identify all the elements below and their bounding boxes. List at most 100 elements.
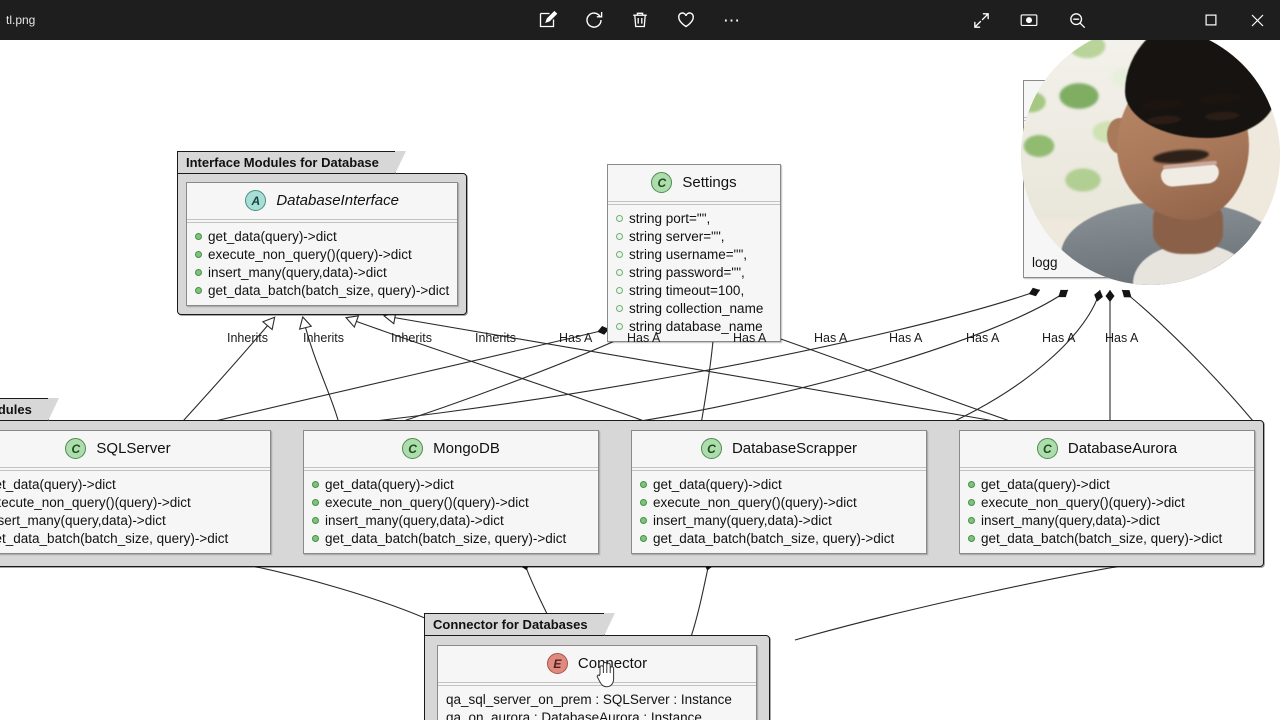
enum-stereotype-icon: E — [546, 653, 568, 674]
webcam-overlay[interactable] — [1021, 26, 1280, 285]
class-members: get_data(query)->dict execute_non_query(… — [632, 471, 926, 553]
class-members: qa_sql_server_on_prem : SQLServer : Inst… — [438, 686, 756, 720]
package-database-modules[interactable]: se Modules C SQLServer get_data(query)->… — [0, 398, 1264, 567]
database-class-row: C SQLServer get_data(query)->dict ex — [0, 430, 1255, 554]
class-header: A DatabaseInterface — [187, 183, 458, 220]
class-database-aurora[interactable]: C DatabaseAurora get_data(query)->dict — [959, 430, 1255, 554]
member-label: string collection_name — [629, 300, 764, 316]
fullscreen-icon[interactable] — [968, 7, 994, 33]
rotate-icon[interactable] — [581, 7, 607, 33]
member-label: execute_non_query()(query)->dict — [653, 494, 857, 510]
title-bar: tl.png — [0, 0, 1280, 40]
member-label: get_data_batch(batch_size, query)->dict — [981, 530, 1223, 546]
class-member: execute_non_query()(query)->dict — [0, 493, 262, 511]
class-members: string port="", string server="", string… — [608, 205, 780, 341]
edge-label: Has A — [559, 331, 593, 345]
class-members: get_data(query)->dict execute_non_query(… — [0, 471, 270, 553]
maximize-button[interactable] — [1188, 0, 1234, 40]
class-stereotype-icon: C — [1036, 438, 1058, 459]
public-visibility-icon — [968, 534, 975, 542]
class-member: insert_many(query,data)->dict — [195, 263, 449, 281]
class-header: C DatabaseAurora — [960, 431, 1254, 468]
member-label: get_data(query)->dict — [981, 476, 1110, 492]
class-member: get_data_batch(batch_size, query)->dict — [640, 529, 918, 547]
member-label: get_data_batch(batch_size, query)->dict — [325, 530, 567, 546]
class-mongodb[interactable]: C MongoDB get_data(query)->dict exec — [303, 430, 599, 554]
class-stereotype-icon: C — [402, 438, 424, 459]
public-visibility-icon — [312, 480, 319, 488]
class-member: insert_many(query,data)->dict — [968, 511, 1246, 529]
member-label: string timeout=100, — [629, 282, 745, 298]
edge-label: Has A — [966, 331, 1000, 345]
class-stereotype-icon: C — [65, 438, 87, 459]
class-member: get_data(query)->dict — [195, 227, 449, 245]
package-connector[interactable]: Connector for Databases E Connector qa_s… — [424, 613, 770, 720]
member-label: insert_many(query,data)->dict — [208, 264, 387, 280]
public-visibility-icon — [968, 498, 975, 506]
edge-label: Inherits — [303, 331, 344, 345]
public-visibility-icon — [640, 480, 647, 488]
toolbar-center-group: ⋯ — [0, 0, 1280, 40]
class-name: Connector — [577, 655, 648, 672]
protected-visibility-icon — [616, 232, 623, 240]
member-label: insert_many(query,data)->dict — [981, 512, 1160, 528]
edge-label: Has A — [889, 331, 923, 345]
member-label: insert_many(query,data)->dict — [0, 512, 166, 528]
protected-visibility-icon — [616, 322, 623, 330]
class-header: C DatabaseScrapper — [632, 431, 926, 468]
package-title-connector: Connector for Databases — [424, 613, 615, 636]
file-name-label: tl.png — [6, 13, 36, 27]
protected-visibility-icon — [616, 214, 623, 222]
edge-label: Has A — [1042, 331, 1076, 345]
class-name: MongoDB — [433, 440, 500, 457]
markup-icon[interactable] — [535, 7, 561, 33]
close-button[interactable] — [1234, 0, 1280, 40]
member-label: get_data(query)->dict — [208, 228, 337, 244]
more-icon[interactable]: ⋯ — [719, 7, 745, 33]
favorite-icon[interactable] — [673, 7, 699, 33]
zoom-out-icon[interactable] — [1064, 7, 1090, 33]
package-body-connector: E Connector qa_sql_server_on_prem : SQLS… — [424, 635, 770, 720]
class-database-scrapper[interactable]: C DatabaseScrapper get_data(query)->dict — [631, 430, 927, 554]
class-name: Settings — [682, 174, 737, 191]
class-members: get_data(query)->dict execute_non_query(… — [187, 223, 458, 305]
package-body-database-modules: C SQLServer get_data(query)->dict ex — [0, 420, 1264, 567]
image-canvas[interactable]: Interface Modules for Database A Databas… — [0, 40, 1280, 720]
class-member: get_data(query)->dict — [640, 475, 918, 493]
edge-label: Has A — [814, 331, 848, 345]
class-connector[interactable]: E Connector qa_sql_server_on_prem : SQLS… — [437, 645, 757, 720]
window-controls — [1188, 0, 1280, 40]
public-visibility-icon — [640, 498, 647, 506]
member-label: execute_non_query()(query)->dict — [0, 494, 191, 510]
class-member: qa_on_aurora : DatabaseAurora : Instance — [446, 708, 748, 720]
class-separator — [608, 202, 780, 205]
class-member: execute_non_query()(query)->dict — [195, 245, 449, 263]
package-interface-modules[interactable]: Interface Modules for Database A Databas… — [177, 151, 468, 315]
delete-icon[interactable] — [627, 7, 653, 33]
class-member: insert_many(query,data)->dict — [0, 511, 262, 529]
class-members: get_data(query)->dict execute_non_query(… — [960, 471, 1254, 553]
edge-label: Has A — [733, 331, 767, 345]
class-separator — [0, 468, 270, 471]
public-visibility-icon — [312, 534, 319, 542]
package-title-database-modules: se Modules — [0, 398, 59, 421]
class-member: get_data_batch(batch_size, query)->dict — [312, 529, 590, 547]
edge-label: Inherits — [475, 331, 516, 345]
class-member: insert_many(query,data)->dict — [640, 511, 918, 529]
member-label: qa_sql_server_on_prem : SQLServer : Inst… — [446, 691, 732, 707]
class-member: get_data_batch(batch_size, query)->dict — [0, 529, 262, 547]
class-settings[interactable]: C Settings string port="", string server… — [607, 164, 781, 342]
class-header: C MongoDB — [304, 431, 598, 468]
class-member: get_data(query)->dict — [968, 475, 1246, 493]
class-member: get_data_batch(batch_size, query)->dict — [195, 281, 449, 299]
class-member: string username="", — [616, 245, 772, 263]
class-database-interface[interactable]: A DatabaseInterface get_data(query)->dic… — [186, 182, 459, 306]
public-visibility-icon — [195, 268, 202, 276]
class-member: execute_non_query()(query)->dict — [968, 493, 1246, 511]
class-sqlserver[interactable]: C SQLServer get_data(query)->dict ex — [0, 430, 271, 554]
edge-label: Has A — [1105, 331, 1139, 345]
protected-visibility-icon — [616, 268, 623, 276]
public-visibility-icon — [640, 516, 647, 524]
fit-to-window-icon[interactable] — [1016, 7, 1042, 33]
